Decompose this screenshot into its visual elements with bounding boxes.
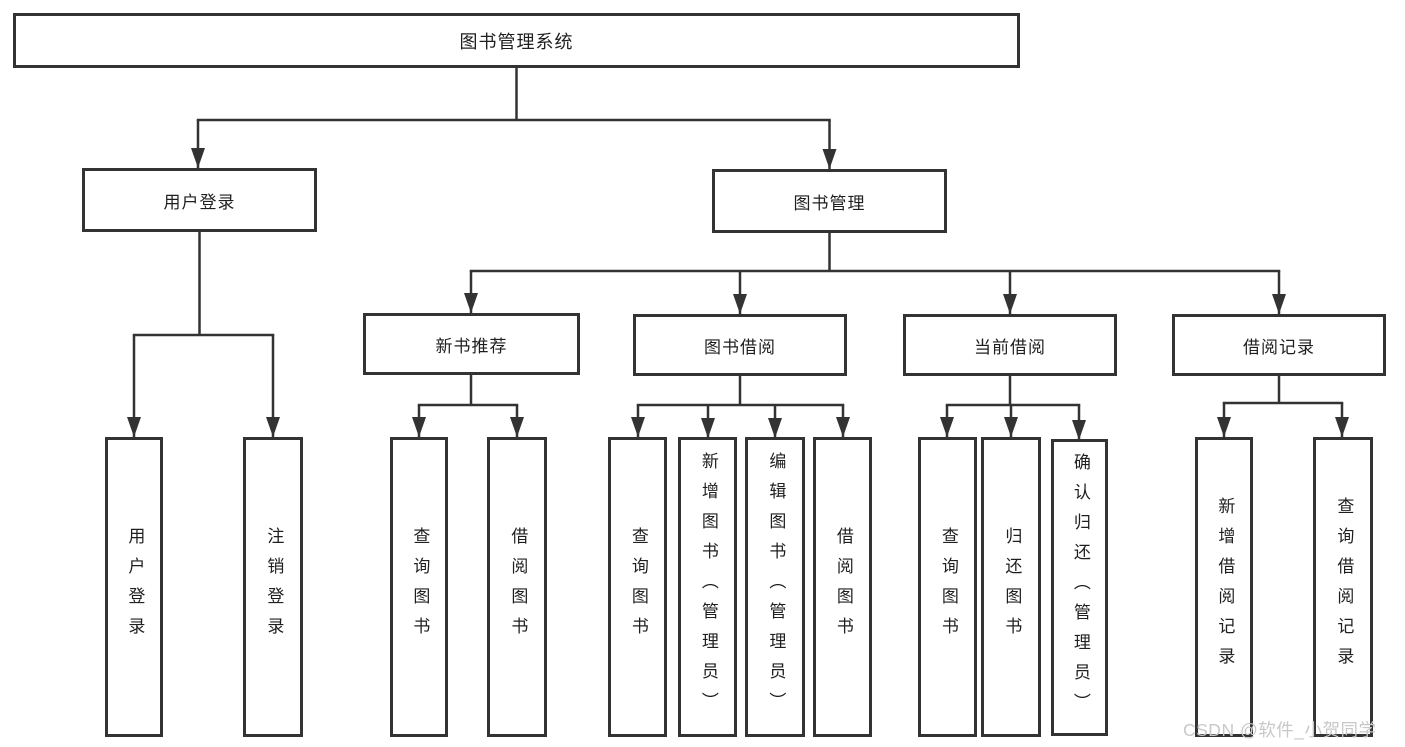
- node-book-management-branch: 图书管理: [712, 169, 947, 233]
- node-label: 图书借阅: [704, 337, 776, 357]
- node-book-borrowing: 图书借阅: [633, 314, 847, 376]
- node-label: 图书管理: [793, 193, 866, 213]
- leaf-label: 新增借阅记录: [1215, 497, 1235, 677]
- leaf-label: 归还图书: [1002, 527, 1022, 647]
- leaf-label: 查询借阅记录: [1334, 497, 1354, 677]
- leaf-borrow-books-borrowing: 借阅图书: [813, 437, 872, 737]
- leaf-add-borrow-record: 新增借阅记录: [1195, 437, 1253, 737]
- node-label: 图书管理系统: [459, 31, 574, 52]
- leaf-query-borrow-record: 查询借阅记录: [1313, 437, 1373, 737]
- csdn-watermark: CSDN @软件_小贺同学: [1183, 720, 1377, 740]
- leaf-label: 借阅图书: [508, 527, 528, 647]
- leaf-label: 借阅图书: [833, 527, 853, 647]
- node-library-management-system: 图书管理系统: [13, 13, 1020, 68]
- node-new-book-recommendation: 新书推荐: [363, 313, 580, 375]
- node-borrowing-records: 借阅记录: [1172, 314, 1386, 376]
- leaf-label: 编辑图书（管理员）: [766, 452, 786, 722]
- node-label: 借阅记录: [1243, 337, 1315, 357]
- leaf-label: 用户登录: [125, 527, 145, 647]
- leaf-logout: 注销登录: [243, 437, 303, 737]
- node-current-borrowing: 当前借阅: [903, 314, 1117, 376]
- node-label: 当前借阅: [974, 337, 1046, 357]
- node-label: 新书推荐: [435, 336, 508, 356]
- leaf-edit-book-admin: 编辑图书（管理员）: [745, 437, 805, 737]
- leaf-label: 查询图书: [410, 527, 430, 647]
- leaf-label: 查询图书: [938, 527, 958, 647]
- leaf-borrow-books-recommendation: 借阅图书: [487, 437, 547, 737]
- leaf-query-books-recommendation: 查询图书: [390, 437, 448, 737]
- node-user-login-branch: 用户登录: [82, 168, 317, 232]
- leaf-confirm-return-admin: 确认归还（管理员）: [1051, 439, 1108, 736]
- leaf-label: 注销登录: [264, 527, 284, 647]
- leaf-query-books-borrowing: 查询图书: [608, 437, 667, 737]
- leaf-query-books-current: 查询图书: [918, 437, 977, 737]
- leaf-label: 确认归还（管理员）: [1070, 452, 1090, 723]
- leaf-label: 新增图书（管理员）: [698, 452, 718, 722]
- leaf-return-books: 归还图书: [981, 437, 1041, 737]
- leaf-add-book-admin: 新增图书（管理员）: [678, 437, 737, 737]
- leaf-label: 查询图书: [628, 527, 648, 647]
- node-label: 用户登录: [163, 192, 236, 212]
- leaf-user-login: 用户登录: [105, 437, 163, 737]
